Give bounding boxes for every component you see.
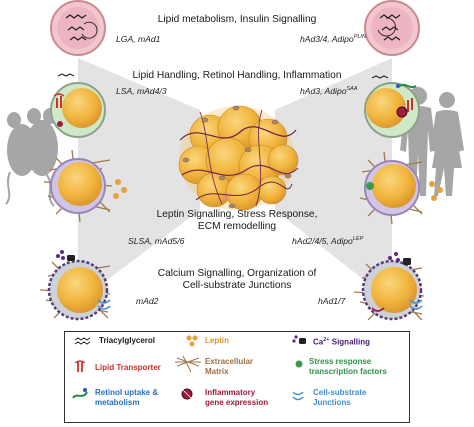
mouse-cell-leptin-signalling-icon xyxy=(43,149,113,223)
connector-wedge-right xyxy=(275,58,392,302)
human-cell-lipid-handling-icon xyxy=(364,75,420,138)
legend-inflammatory-line1: Inflammatory xyxy=(205,388,256,397)
row1-mouse-clusters: LGA, mAd1 xyxy=(116,34,161,44)
legend-triacylglycerol: Triacylglycerol xyxy=(99,336,156,345)
mouse-cell-lipid-metabolism-icon xyxy=(50,0,106,56)
extracellular-matrix-icon xyxy=(175,355,201,373)
row4-human-clusters: hAd1/7 xyxy=(318,296,346,306)
lipid-transporter-icon xyxy=(74,360,86,372)
row1-human-clusters: hAd3/4, AdipoPLIN xyxy=(300,34,366,44)
row4-title-line2: Cell-substrate Junctions xyxy=(182,280,292,291)
legend-junctions-line1: Cell-substrate xyxy=(313,388,367,397)
mouse-cell-calcium-signalling-icon xyxy=(39,250,111,321)
mouse-silhouette-icon xyxy=(5,108,58,207)
legend-ca-signalling: Ca2+ Signalling xyxy=(313,337,370,347)
leptin-dots-icon xyxy=(113,179,443,201)
row1-title: Lipid metabolism, Insulin Signalling xyxy=(157,14,317,25)
legend-icons xyxy=(72,335,306,401)
row3-mouse-clusters: SLSA, mAd5/6 xyxy=(128,236,185,246)
row4-title-line1: Calcium Signalling, Organization of xyxy=(157,268,317,279)
cell-substrate-junctions-icon xyxy=(292,391,304,401)
row4-mouse-clusters: mAd2 xyxy=(136,296,159,306)
inflammatory-gene-icon xyxy=(181,388,193,400)
legend-inflammatory-line2: gene expression xyxy=(205,398,269,407)
legend-leptin: Leptin xyxy=(205,336,229,345)
row2-title: Lipid Handling, Retinol Handling, Inflam… xyxy=(132,70,342,81)
stress-response-icon xyxy=(295,360,303,368)
legend-stress-response-line1: Stress response xyxy=(309,357,372,366)
row3-title-line2: ECM remodelling xyxy=(197,221,277,232)
retinol-uptake-icon xyxy=(72,388,88,399)
leptin-icon xyxy=(186,335,198,347)
calcium-channel-icon xyxy=(292,335,306,344)
row3-title-line1: Leptin Signalling, Stress Response, xyxy=(156,209,318,220)
legend-retinol-line2: metabolism xyxy=(95,398,140,407)
human-cell-leptin-signalling-icon xyxy=(359,151,423,225)
legend-box: Triacylglycerol Leptin Ca2+ Signalling L… xyxy=(64,331,410,423)
legend-junctions-line2: Junctions xyxy=(313,398,351,407)
legend-extracellular-matrix-line2: Matrix xyxy=(205,367,229,376)
row3-human-clusters: hAd2/4/5, AdipoLEP xyxy=(292,236,364,246)
connector-wedge-left xyxy=(78,58,200,302)
legend-retinol-line1: Retinol uptake & xyxy=(95,388,159,397)
adipose-tissue-cluster-icon xyxy=(178,105,299,211)
legend-extracellular-matrix-line1: Extracellular xyxy=(205,357,254,366)
mouse-cell-lipid-handling-icon xyxy=(50,73,106,138)
human-cell-calcium-signalling-icon xyxy=(353,252,425,321)
human-cell-lipid-metabolism-icon xyxy=(364,0,420,56)
row2-mouse-clusters: LSA, mAd4/3 xyxy=(116,86,167,96)
row2-human-clusters: hAd3, AdipoSAA xyxy=(300,86,358,96)
triacylglycerol-icon xyxy=(74,337,91,345)
legend-stress-response-line2: transcription factors xyxy=(309,367,387,376)
legend-lipid-transporter: Lipid Transporter xyxy=(95,363,161,372)
